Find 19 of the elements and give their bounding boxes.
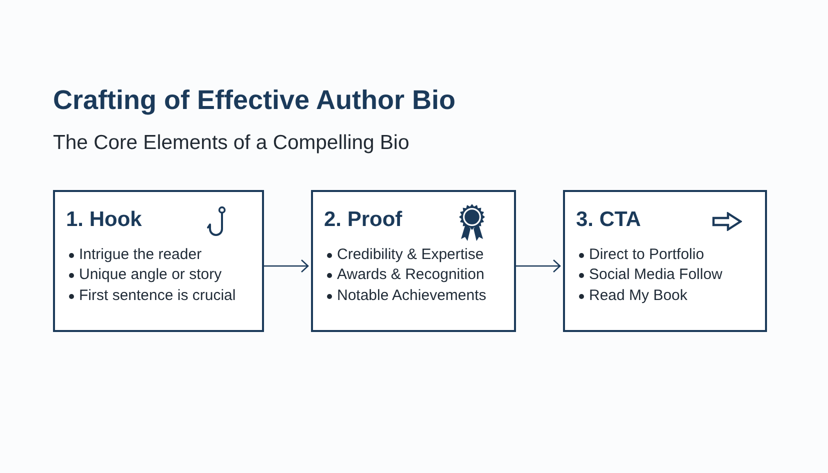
step-box <box>311 190 516 332</box>
bullet-text: Notable Achievements <box>337 286 486 305</box>
step-heading: 2. Proof <box>324 207 402 232</box>
bullet-text: Read My Book <box>589 286 688 305</box>
bullet-text: Unique angle or story <box>79 266 222 284</box>
step-heading: 1. Hook <box>66 207 142 232</box>
subtitle: The Core Elements of a Compelling Bio <box>53 131 410 155</box>
arrow <box>516 259 561 273</box>
step-box <box>53 190 264 332</box>
step-heading: 3. CTA <box>576 207 641 232</box>
bullet-text: Social Media Follow <box>589 266 722 284</box>
bullet-text: Intrigue the reader <box>79 246 202 264</box>
bullet-text: Direct to Portfolio <box>589 246 704 264</box>
arrow <box>264 259 309 273</box>
step-box <box>563 190 767 332</box>
bullet-text: First sentence is crucial <box>79 286 236 305</box>
title: Crafting of Effective Author Bio <box>53 84 456 117</box>
bullet-text: Credibility & Expertise <box>337 246 484 264</box>
bullet-text: Awards & Recognition <box>337 266 484 284</box>
